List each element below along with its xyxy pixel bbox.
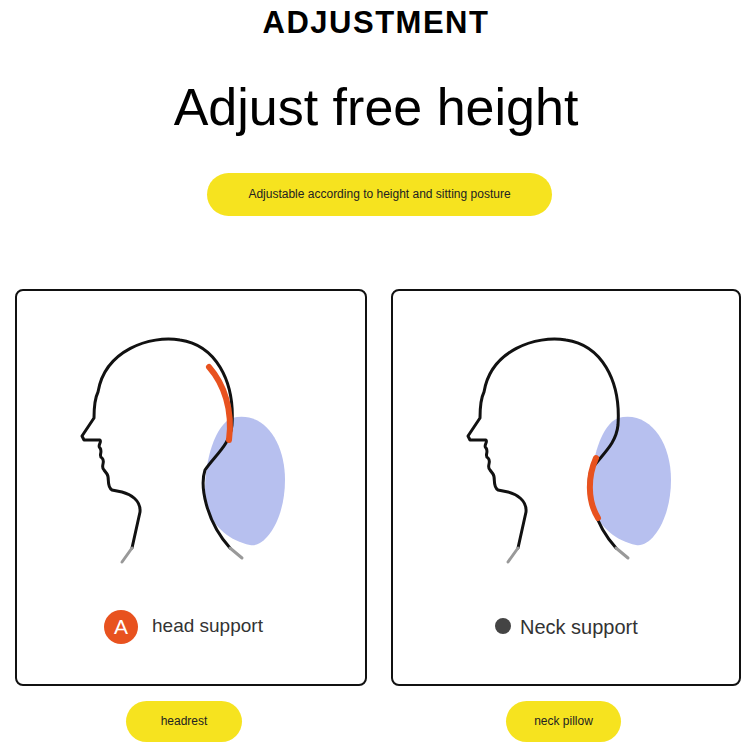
page-title: Adjust free height [0,76,752,138]
pillow-shape [205,417,285,546]
tagline-pill: Adjustable according to height and sitti… [207,173,552,216]
pill-text: Adjustable according to height and sitti… [248,187,510,201]
support-highlight [590,458,598,518]
callout-letter: A [114,614,128,639]
support-highlight [209,367,230,440]
pill-text: headrest [161,714,208,728]
head-outline [82,339,232,548]
neck-line [508,548,518,562]
neck-line [616,548,628,558]
neck-line [122,548,132,562]
support-label: head support [152,615,263,638]
caption-pill: headrest [126,701,242,742]
section-label: ADJUSTMENT [0,4,752,41]
neck-line [230,548,242,558]
illustration-panel: head support A [15,289,367,686]
support-label: Neck support [520,615,638,639]
caption-pill: neck pillow [506,701,621,742]
head-illustration-right [468,339,671,562]
head-illustration-left [82,339,285,562]
bullet-dot [495,618,511,634]
illustration-panel: Neck support [391,289,741,686]
callout-badge: A [104,610,138,644]
pillow-shape [591,417,671,546]
pill-text: neck pillow [534,714,593,728]
head-outline [468,339,618,548]
